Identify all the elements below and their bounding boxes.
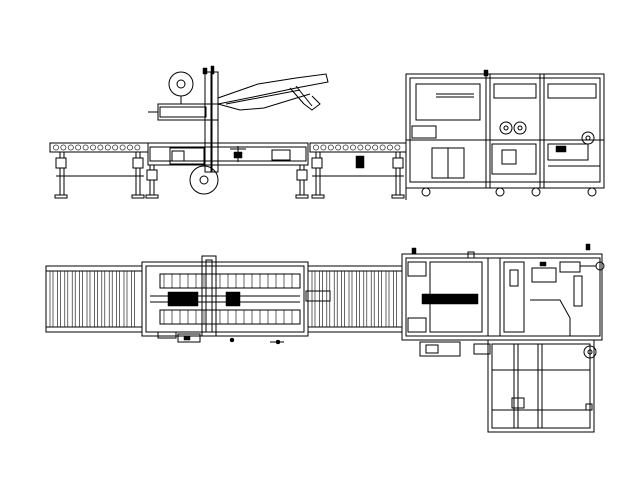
side-roller [76, 145, 81, 150]
plan-case-packer [402, 244, 604, 358]
middle-roller-conveyor [310, 143, 406, 198]
side-roller [68, 145, 73, 150]
side-roller [321, 145, 326, 150]
plan-outfeed-table [488, 340, 594, 432]
side-roller [343, 145, 348, 150]
plan-infeed-conveyor [46, 266, 142, 332]
side-roller [98, 145, 103, 150]
plan-view [46, 244, 604, 432]
side-roller [380, 145, 385, 150]
side-roller [120, 145, 125, 150]
side-roller [373, 145, 378, 150]
side-roller [90, 145, 95, 150]
side-roller [113, 145, 118, 150]
side-roller [127, 145, 132, 150]
side-roller [395, 145, 400, 150]
side-elevation-view [50, 66, 604, 200]
side-roller [350, 145, 355, 150]
side-roller [328, 145, 333, 150]
side-roller [61, 145, 66, 150]
side-roller [387, 145, 392, 150]
side-roller [83, 145, 88, 150]
side-roller [135, 145, 140, 150]
side-roller [105, 145, 110, 150]
side-roller [313, 145, 318, 150]
plan-middle-conveyor [308, 266, 402, 332]
side-roller [358, 145, 363, 150]
plan-case-sealer [142, 256, 330, 344]
case-sealer [146, 66, 328, 198]
case-packer-machine [406, 70, 604, 200]
side-roller [53, 145, 58, 150]
side-roller [336, 145, 341, 150]
side-roller [365, 145, 370, 150]
infeed-roller-conveyor [50, 143, 148, 198]
